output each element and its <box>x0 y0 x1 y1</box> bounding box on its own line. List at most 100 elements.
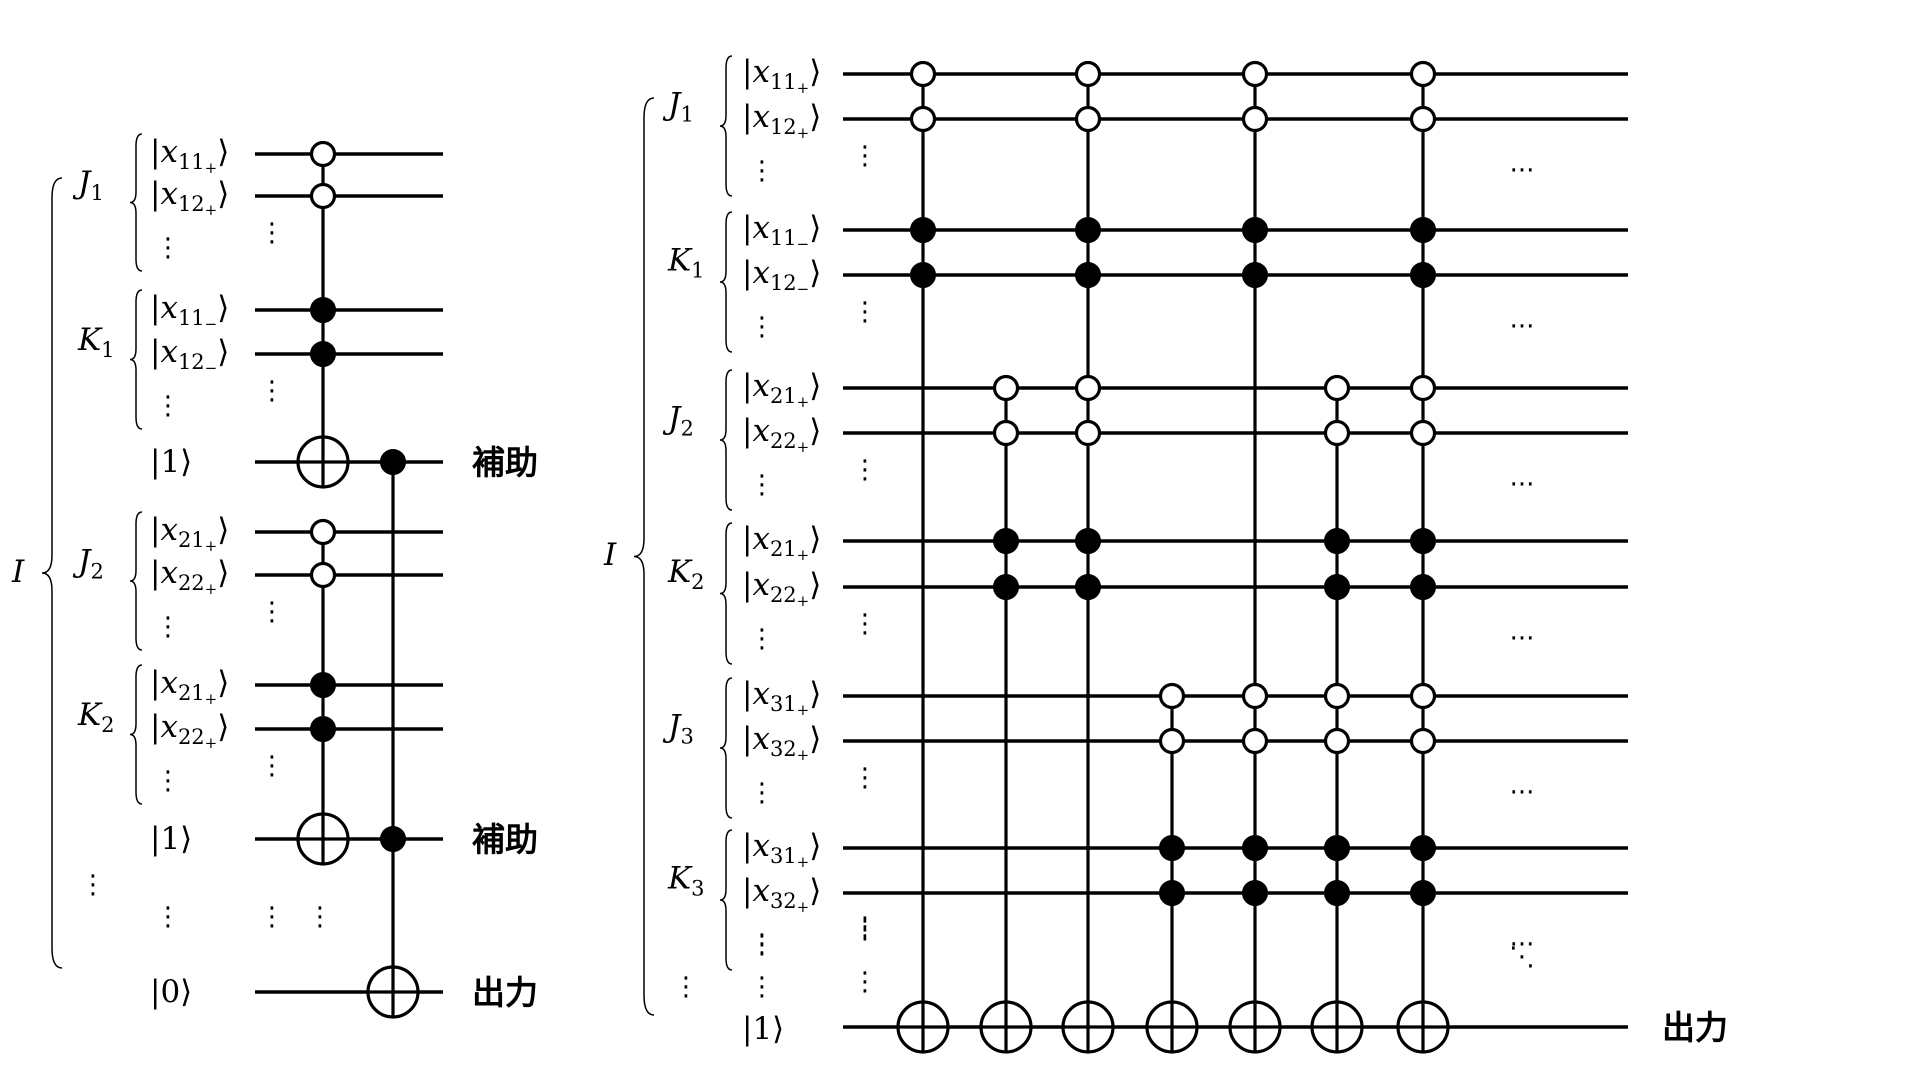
register-brace <box>719 211 733 353</box>
vertical-ellipsis: ⋮ <box>749 470 775 500</box>
open-control-dot <box>1409 419 1437 447</box>
vertical-ellipsis: ⋮ <box>852 912 878 942</box>
qubit-ket-label: |x11−⟩ <box>742 210 821 253</box>
filled-control-dot <box>310 672 336 698</box>
cnot-target <box>366 965 420 1019</box>
left-circuit: |x11+⟩|x12+⟩⋮⋮J1|x11−⟩|x12−⟩⋮⋮K1|x21+⟩|x… <box>11 133 538 1019</box>
filled-control-dot <box>1242 262 1268 288</box>
vertical-ellipsis: ⋮ <box>155 902 181 932</box>
filled-control-dot <box>1075 217 1101 243</box>
vertical-ellipsis: ⋮ <box>852 141 878 171</box>
vertical-ellipsis: ⋮ <box>155 766 181 796</box>
qubit-ket-label: |x31+⟩ <box>742 676 821 719</box>
filled-control-dot <box>910 262 936 288</box>
ancilla-tag: 補助 <box>472 443 538 482</box>
filled-control-dot <box>1410 574 1436 600</box>
register-label: J1 <box>662 87 694 127</box>
filled-control-dot <box>380 449 406 475</box>
register-label: J2 <box>662 401 694 441</box>
open-control-dot <box>309 182 337 210</box>
filled-control-dot <box>310 341 336 367</box>
cnot-target <box>896 1000 950 1054</box>
open-control-dot <box>1158 727 1186 755</box>
qubit-ket-label: |x12+⟩ <box>742 99 821 142</box>
register-label-I: I <box>11 554 25 590</box>
cnot-target <box>1228 1000 1282 1054</box>
open-control-dot <box>1409 374 1437 402</box>
register-label: J1 <box>72 165 104 205</box>
open-control-dot <box>992 374 1020 402</box>
qubit-ket-label: |x22+⟩ <box>150 709 229 752</box>
qubit-ket-label: |x11+⟩ <box>742 54 821 97</box>
vertical-ellipsis: ⋮ <box>749 312 775 342</box>
cnot-target <box>1310 1000 1364 1054</box>
filled-control-dot <box>1410 835 1436 861</box>
vertical-ellipsis: ⋮ <box>852 763 878 793</box>
cnot-target <box>1061 1000 1115 1054</box>
qubit-ket-label: |x21+⟩ <box>742 521 821 564</box>
register-brace <box>719 677 733 819</box>
horizontal-ellipsis: ··· <box>1510 930 1535 960</box>
horizontal-ellipsis: ··· <box>1510 470 1535 500</box>
qubit-ket-label: |x22+⟩ <box>742 567 821 610</box>
register-label: K2 <box>667 554 705 594</box>
register-brace <box>129 289 143 430</box>
open-control-dot <box>1409 682 1437 710</box>
filled-control-dot <box>1324 880 1350 906</box>
open-control-dot <box>1074 60 1102 88</box>
vertical-ellipsis: ⋮ <box>852 609 878 639</box>
horizontal-ellipsis: ··· <box>1510 312 1535 342</box>
open-control-dot <box>1074 374 1102 402</box>
register-label: J2 <box>72 544 104 584</box>
register-brace <box>719 522 733 665</box>
filled-control-dot <box>993 528 1019 554</box>
register-label-I: I <box>603 537 617 573</box>
filled-control-dot <box>310 716 336 742</box>
register-label: K2 <box>77 697 115 737</box>
qubit-ket-label: |x21+⟩ <box>150 512 229 555</box>
output-ket-label: |0⟩ <box>150 974 192 1010</box>
vertical-ellipsis: ⋮ <box>749 624 775 654</box>
vertical-ellipsis: ⋮ <box>155 612 181 642</box>
open-control-dot <box>1323 727 1351 755</box>
vertical-ellipsis: ⋮ <box>749 156 775 186</box>
filled-control-dot <box>1410 262 1436 288</box>
cnot-target <box>1145 1000 1199 1054</box>
filled-control-dot <box>1159 835 1185 861</box>
filled-control-dot <box>1075 262 1101 288</box>
vertical-ellipsis: ⋮ <box>259 218 285 248</box>
filled-control-dot <box>380 826 406 852</box>
vertical-ellipsis: ⋮ <box>749 972 775 1002</box>
open-control-dot <box>1241 60 1269 88</box>
output-ket-label: |1⟩ <box>742 1011 784 1047</box>
register-brace <box>719 369 733 511</box>
vertical-ellipsis: ⋮ <box>673 972 699 1002</box>
output-tag: 出力 <box>472 973 538 1012</box>
qubit-ket-label: |x21+⟩ <box>742 368 821 411</box>
open-control-dot <box>1323 374 1351 402</box>
open-control-dot <box>1074 419 1102 447</box>
register-brace <box>41 177 63 969</box>
qubit-ket-label: |x22+⟩ <box>150 555 229 598</box>
ancilla-ket-label: |1⟩ <box>150 821 192 857</box>
qubit-ket-label: |x31+⟩ <box>742 828 821 871</box>
ancilla-tag: 補助 <box>472 820 538 859</box>
vertical-ellipsis: ⋮ <box>80 870 106 900</box>
vertical-ellipsis: ⋮ <box>749 930 775 960</box>
filled-control-dot <box>1410 528 1436 554</box>
register-brace <box>633 97 655 1016</box>
cnot-target <box>296 435 350 489</box>
register-label: K1 <box>77 322 115 362</box>
register-brace <box>719 55 733 197</box>
open-control-dot <box>309 518 337 546</box>
filled-control-dot <box>310 297 336 323</box>
open-control-dot <box>1323 682 1351 710</box>
qubit-ket-label: |x11+⟩ <box>150 134 229 177</box>
register-brace <box>719 829 733 971</box>
horizontal-ellipsis: ··· <box>1510 156 1535 186</box>
vertical-ellipsis: ⋮ <box>259 597 285 627</box>
vertical-ellipsis: ⋮ <box>852 297 878 327</box>
qubit-ket-label: |x12−⟩ <box>742 255 821 298</box>
diagonal-ellipsis: ⋱ <box>1509 942 1535 972</box>
open-control-dot <box>1074 105 1102 133</box>
